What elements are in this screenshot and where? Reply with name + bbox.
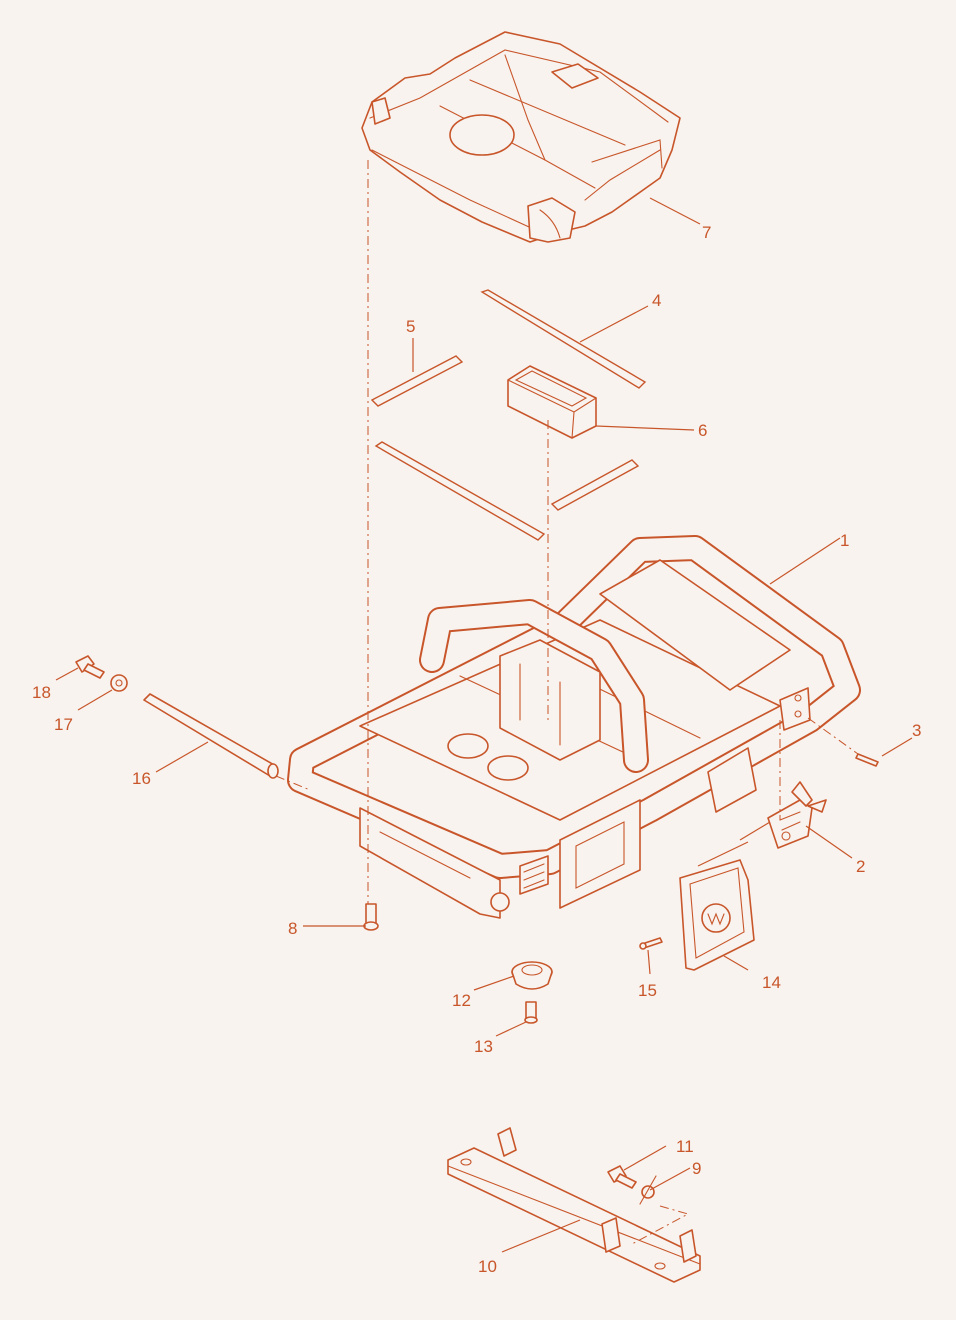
part-16-rod (143, 693, 279, 779)
callout-labels: 1 2 3 4 5 6 7 8 9 10 11 12 13 14 15 16 1… (32, 223, 921, 1276)
lower-foam-strips (374, 441, 640, 541)
part-15-screw (639, 937, 663, 950)
callout-16: 16 (132, 769, 151, 788)
part-9-spring (639, 1175, 657, 1205)
part-11-bolt (607, 1165, 637, 1189)
callout-5: 5 (406, 317, 415, 336)
alignment-lines (275, 160, 859, 1245)
callout-14: 14 (762, 973, 781, 992)
part-2-switch (697, 781, 827, 867)
part-1-frame (287, 535, 861, 919)
callout-1: 1 (840, 531, 849, 550)
part-5-foam-strip (370, 355, 464, 407)
part-14-panel-plate (679, 859, 755, 971)
part-4-foam-strip (480, 289, 647, 389)
callout-18: 18 (32, 683, 51, 702)
callout-17: 17 (54, 715, 73, 734)
callout-13: 13 (474, 1037, 493, 1056)
leader-lines (55, 197, 913, 1253)
callout-9: 9 (692, 1159, 701, 1178)
callout-8: 8 (288, 919, 297, 938)
callout-4: 4 (652, 291, 661, 310)
callout-3: 3 (912, 721, 921, 740)
callout-2: 2 (856, 857, 865, 876)
part-3-pin (855, 753, 879, 767)
callout-7: 7 (702, 223, 711, 242)
part-10-bracket (447, 1127, 701, 1283)
callout-15: 15 (638, 981, 657, 1000)
callout-12: 12 (452, 991, 471, 1010)
callout-10: 10 (478, 1257, 497, 1276)
part-12-rubber-foot (511, 961, 553, 990)
part-13-bolt (524, 1001, 538, 1024)
callout-6: 6 (698, 421, 707, 440)
part-17-washer (110, 674, 128, 692)
part-7-top-cover (361, 31, 681, 243)
part-8-bolt (363, 903, 379, 931)
callout-11: 11 (676, 1137, 694, 1156)
part-6-sleeve (507, 365, 597, 439)
part-18-bolt (75, 655, 105, 679)
